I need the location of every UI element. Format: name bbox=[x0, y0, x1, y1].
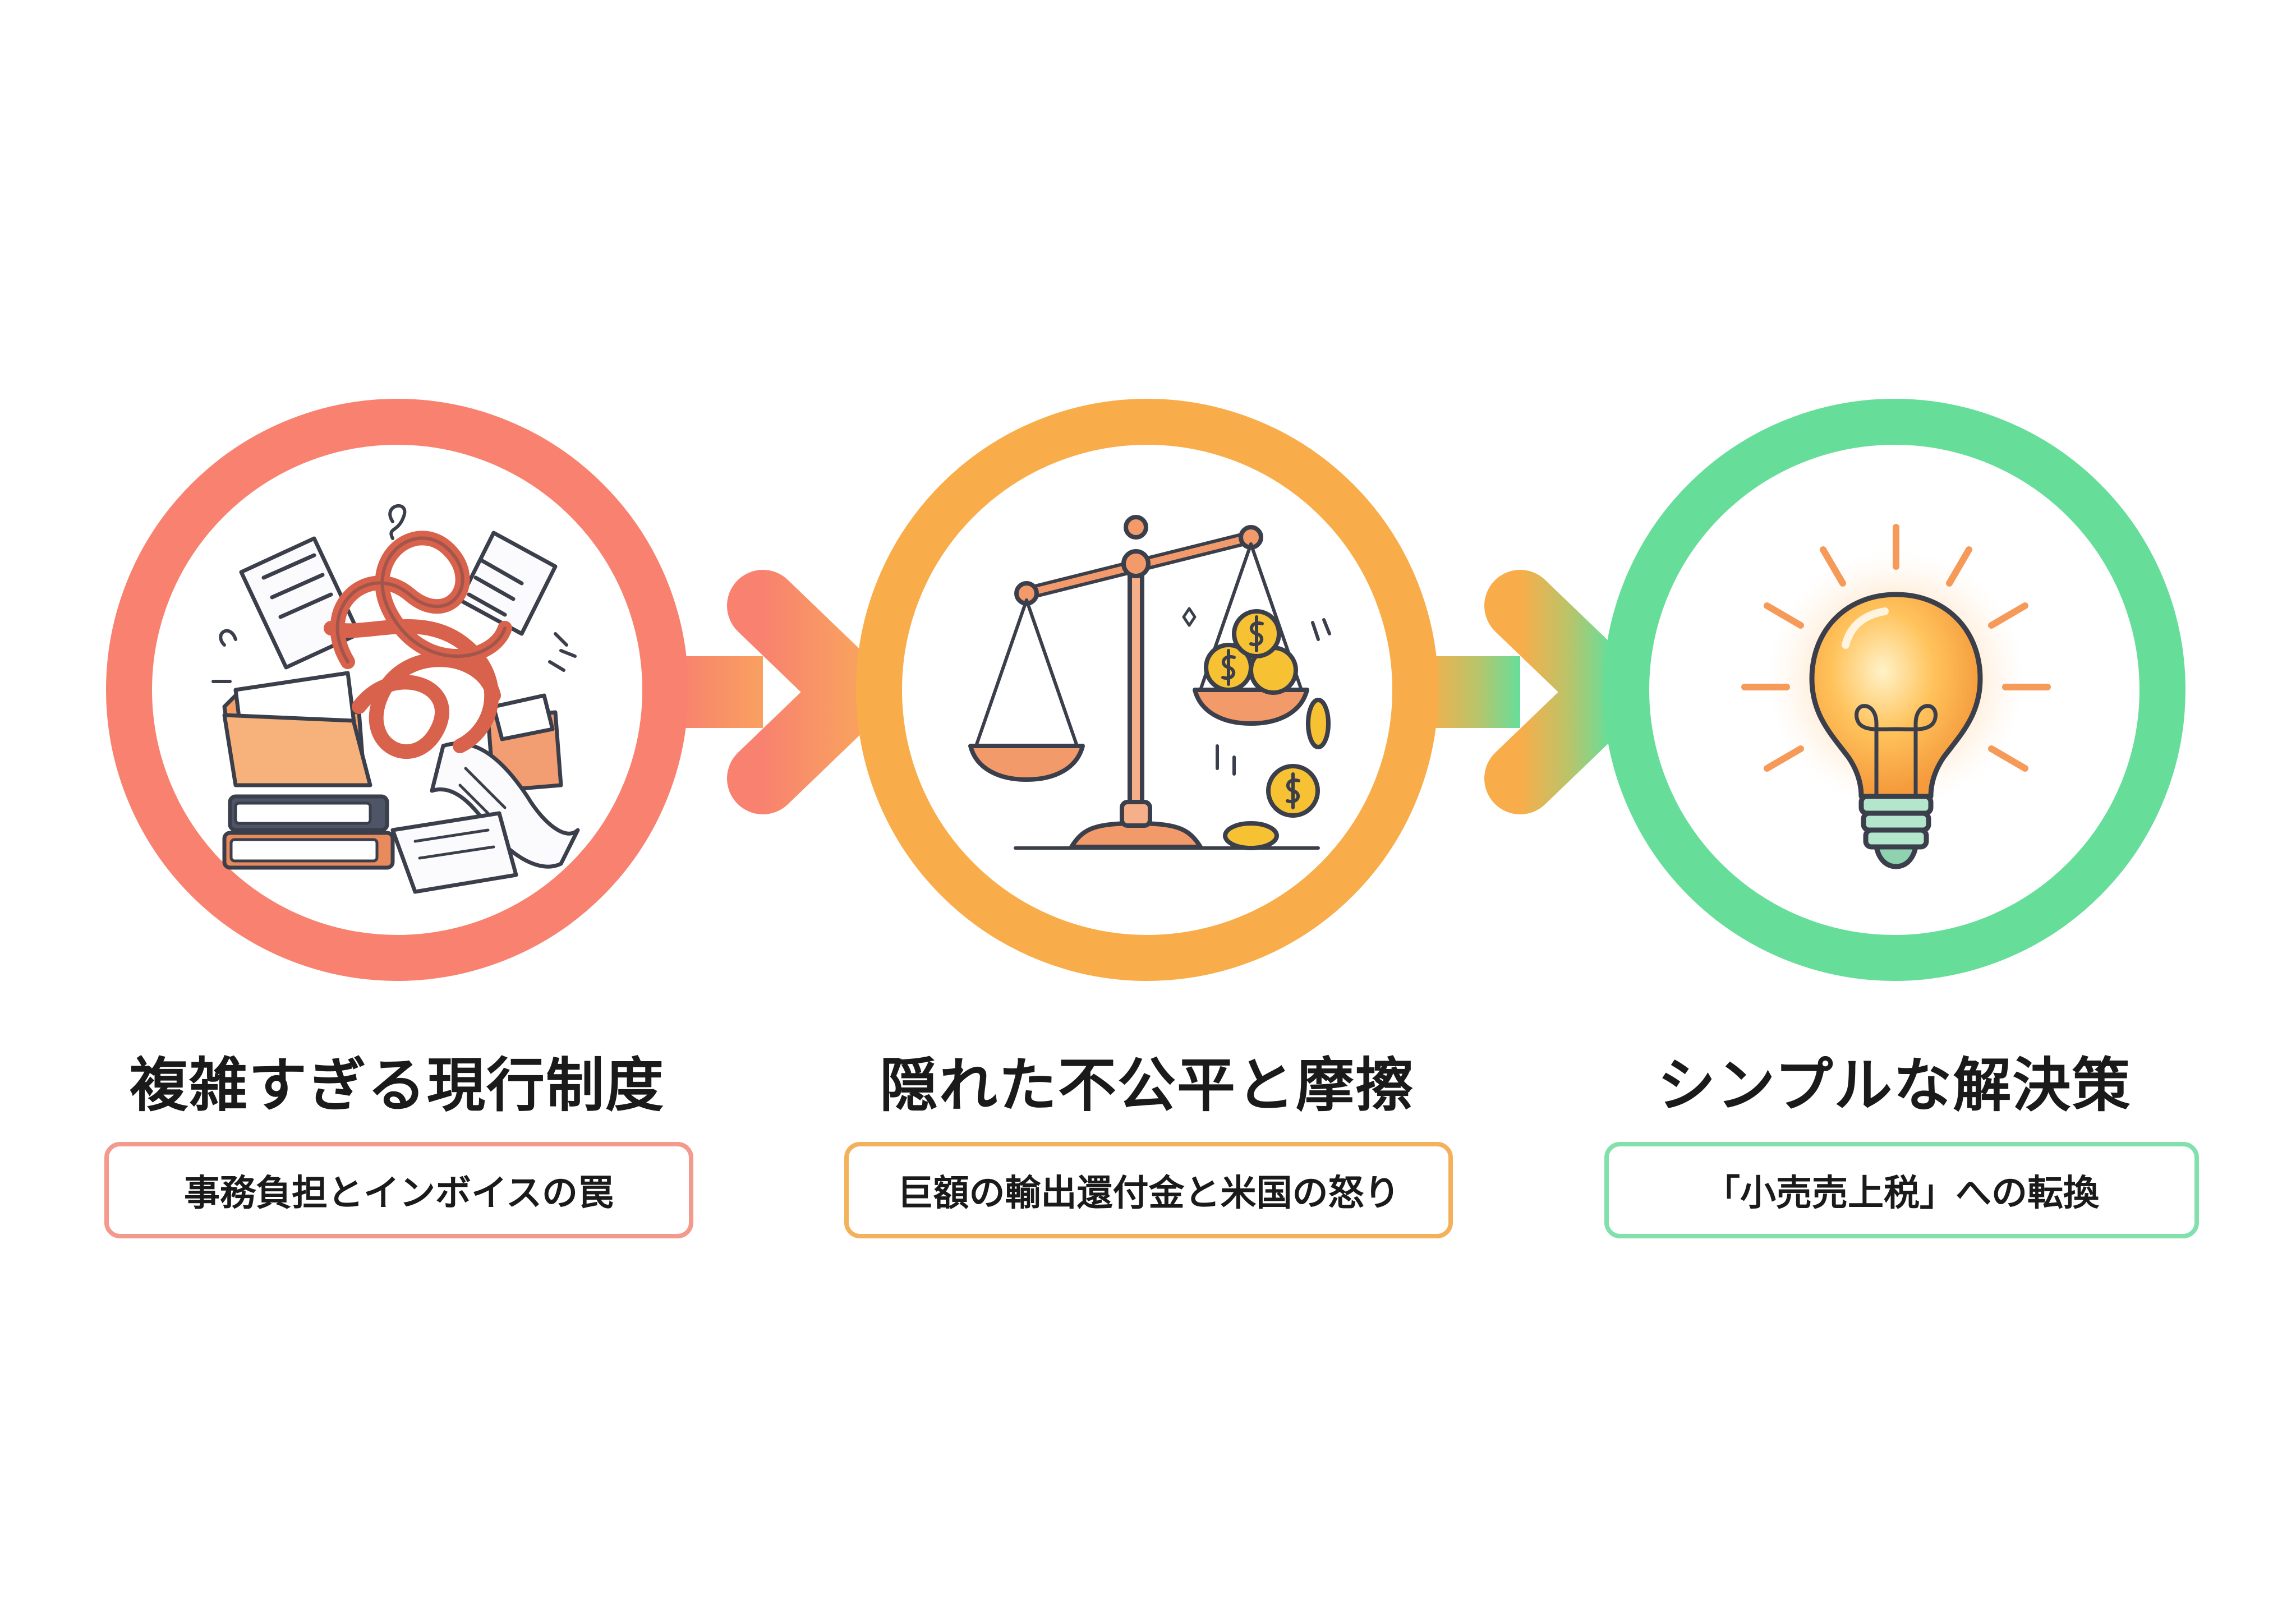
stage-2-title: 隠れた不公平と摩擦 bbox=[879, 1051, 1415, 1119]
stage-2-caption: 巨額の輸出還付金と米国の怒り bbox=[844, 1142, 1453, 1238]
tangled-paperwork-icon bbox=[211, 504, 580, 894]
stage-3-caption: 「小売売上税」への転換 bbox=[1604, 1142, 2199, 1238]
stage-1-caption: 事務負担とインボイスの罠 bbox=[104, 1142, 693, 1238]
lightbulb-icon bbox=[1741, 524, 2051, 869]
stage-3-title: シンプルな解決策 bbox=[1657, 1051, 2132, 1119]
arrow-2-to-3 bbox=[1425, 570, 1646, 814]
arrow-1-to-2 bbox=[679, 570, 889, 814]
stage-ring-2 bbox=[856, 399, 1438, 981]
stage-1-title: 複雑すぎる現行制度 bbox=[129, 1051, 665, 1119]
unbalanced-scale-icon bbox=[968, 515, 1331, 850]
